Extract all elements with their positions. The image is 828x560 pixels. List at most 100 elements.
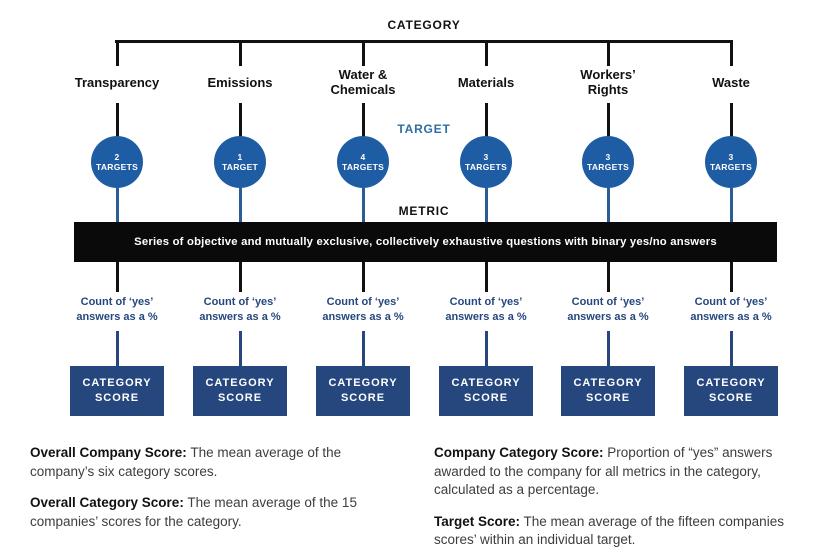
category-score-box: CATEGORY SCORE bbox=[193, 366, 287, 416]
note-text: Proportion of “yes” answers awarded to t… bbox=[434, 445, 773, 497]
circle-to-bar-line bbox=[729, 188, 733, 222]
count-of-yes-label: Count of ‘yes’ answers as a % bbox=[170, 295, 310, 325]
count-to-score-line bbox=[361, 331, 365, 367]
bar-to-count-line bbox=[484, 262, 488, 292]
category-column-emissions: Emissions 1 TARGET Count of ‘yes’ answer… bbox=[178, 0, 302, 430]
tree-stub-line bbox=[115, 40, 119, 66]
score-box-line2: SCORE bbox=[94, 392, 140, 404]
note-lead: Overall Company Score: bbox=[30, 445, 187, 460]
count-of-yes-label: Count of ‘yes’ answers as a % bbox=[293, 295, 433, 325]
circle-to-bar-line bbox=[238, 188, 242, 222]
category-score-box: CATEGORY SCORE bbox=[70, 366, 164, 416]
count-of-yes-line2: answers as a % bbox=[567, 311, 649, 323]
target-circle: 3 TARGETS bbox=[460, 136, 512, 188]
circle-to-bar-line bbox=[606, 188, 610, 222]
category-name-line1: Waste bbox=[712, 74, 750, 90]
target-circle: 3 TARGETS bbox=[582, 136, 634, 188]
category-name-label: Materials bbox=[424, 64, 548, 100]
count-of-yes-label: Count of ‘yes’ answers as a % bbox=[661, 295, 801, 325]
note-lead: Overall Category Score: bbox=[30, 495, 184, 510]
note-overall-company-score: Overall Company Score: The mean average … bbox=[30, 444, 408, 481]
category-name-line1: Water & bbox=[338, 67, 388, 82]
label-to-circle-line bbox=[606, 103, 610, 137]
targets-count: 2 bbox=[114, 151, 120, 162]
category-name-label: Emissions bbox=[178, 64, 302, 100]
count-to-score-line bbox=[484, 331, 488, 367]
score-box-line2: SCORE bbox=[463, 392, 509, 404]
category-name-label: Transparency bbox=[55, 64, 179, 100]
category-score-box: CATEGORY SCORE bbox=[316, 366, 410, 416]
tree-stub-line bbox=[361, 40, 365, 66]
note-company-category-score: Company Category Score: Proportion of “y… bbox=[434, 444, 794, 500]
category-name-label: Water & Chemicals bbox=[301, 64, 425, 100]
targets-count: 1 bbox=[237, 151, 243, 162]
count-of-yes-line1: Count of ‘yes’ bbox=[694, 296, 768, 308]
circle-to-bar-line bbox=[484, 188, 488, 222]
target-circle: 1 TARGET bbox=[214, 136, 266, 188]
count-of-yes-line1: Count of ‘yes’ bbox=[80, 296, 154, 308]
count-to-score-line bbox=[606, 331, 610, 367]
category-name-label: Workers’ Rights bbox=[546, 64, 670, 100]
score-box-line2: SCORE bbox=[217, 392, 263, 404]
score-box-line1: CATEGORY bbox=[573, 377, 643, 389]
targets-count: 4 bbox=[360, 151, 366, 162]
targets-word: TARGETS bbox=[586, 162, 630, 172]
target-circle: 3 TARGETS bbox=[705, 136, 757, 188]
score-box-line1: CATEGORY bbox=[451, 377, 521, 389]
targets-word: TARGETS bbox=[709, 162, 753, 172]
category-score-box: CATEGORY SCORE bbox=[684, 366, 778, 416]
targets-word: TARGETS bbox=[95, 162, 139, 172]
count-of-yes-line1: Count of ‘yes’ bbox=[449, 296, 523, 308]
target-circle: 4 TARGETS bbox=[337, 136, 389, 188]
tree-stub-line bbox=[729, 40, 733, 66]
note-text: The mean average of the company’s six ca… bbox=[30, 445, 342, 479]
category-column-transparency: Transparency 2 TARGETS Count of ‘yes’ an… bbox=[55, 0, 179, 430]
note-target-score: Target Score: The mean average of the fi… bbox=[434, 513, 794, 550]
label-to-circle-line bbox=[484, 103, 488, 137]
count-of-yes-line2: answers as a % bbox=[76, 311, 158, 323]
bar-to-count-line bbox=[238, 262, 242, 292]
tree-stub-line bbox=[238, 40, 242, 66]
count-of-yes-label: Count of ‘yes’ answers as a % bbox=[416, 295, 556, 325]
note-text: The mean average of the fifteen companie… bbox=[434, 513, 784, 548]
score-box-line2: SCORE bbox=[708, 392, 754, 404]
tree-stub-line bbox=[606, 40, 610, 66]
label-to-circle-line bbox=[361, 103, 365, 137]
metric-bar: Series of objective and mutually exclusi… bbox=[74, 222, 777, 262]
bar-to-count-line bbox=[729, 262, 733, 292]
category-score-box: CATEGORY SCORE bbox=[561, 366, 655, 416]
count-of-yes-line2: answers as a % bbox=[322, 311, 404, 323]
note-text: The mean average of the 15 companies’ sc… bbox=[30, 495, 357, 529]
tree-stub-line bbox=[484, 40, 488, 66]
category-tree-line bbox=[115, 40, 733, 43]
category-name-line1: Workers’ bbox=[580, 67, 636, 82]
score-box-line1: CATEGORY bbox=[328, 377, 398, 389]
note-lead: Target Score: bbox=[434, 513, 521, 529]
category-name-line1: Transparency bbox=[74, 74, 160, 90]
count-of-yes-label: Count of ‘yes’ answers as a % bbox=[538, 295, 678, 325]
target-circle: 2 TARGETS bbox=[91, 136, 143, 188]
category-name-line2: Chemicals bbox=[330, 82, 396, 97]
label-to-circle-line bbox=[729, 103, 733, 137]
count-of-yes-line2: answers as a % bbox=[445, 311, 527, 323]
category-column-water-chemicals: Water & Chemicals 4 TARGETS Count of ‘ye… bbox=[301, 0, 425, 430]
count-to-score-line bbox=[729, 331, 733, 367]
category-header-label: CATEGORY bbox=[387, 18, 461, 32]
bar-to-count-line bbox=[115, 262, 119, 292]
target-header-label: TARGET bbox=[397, 122, 451, 136]
count-of-yes-label: Count of ‘yes’ answers as a % bbox=[47, 295, 187, 325]
targets-count: 3 bbox=[483, 151, 489, 162]
category-column-waste: Waste 3 TARGETS Count of ‘yes’ answers a… bbox=[669, 0, 793, 430]
circle-to-bar-line bbox=[361, 188, 365, 222]
count-to-score-line bbox=[115, 331, 119, 367]
targets-count: 3 bbox=[605, 151, 611, 162]
category-name-label: Waste bbox=[669, 64, 793, 100]
circle-to-bar-line bbox=[115, 188, 119, 222]
score-box-line1: CATEGORY bbox=[696, 377, 766, 389]
label-to-circle-line bbox=[115, 103, 119, 137]
category-name-line1: Materials bbox=[457, 74, 515, 90]
count-of-yes-line1: Count of ‘yes’ bbox=[203, 296, 277, 308]
count-to-score-line bbox=[238, 331, 242, 367]
score-box-line2: SCORE bbox=[585, 392, 631, 404]
